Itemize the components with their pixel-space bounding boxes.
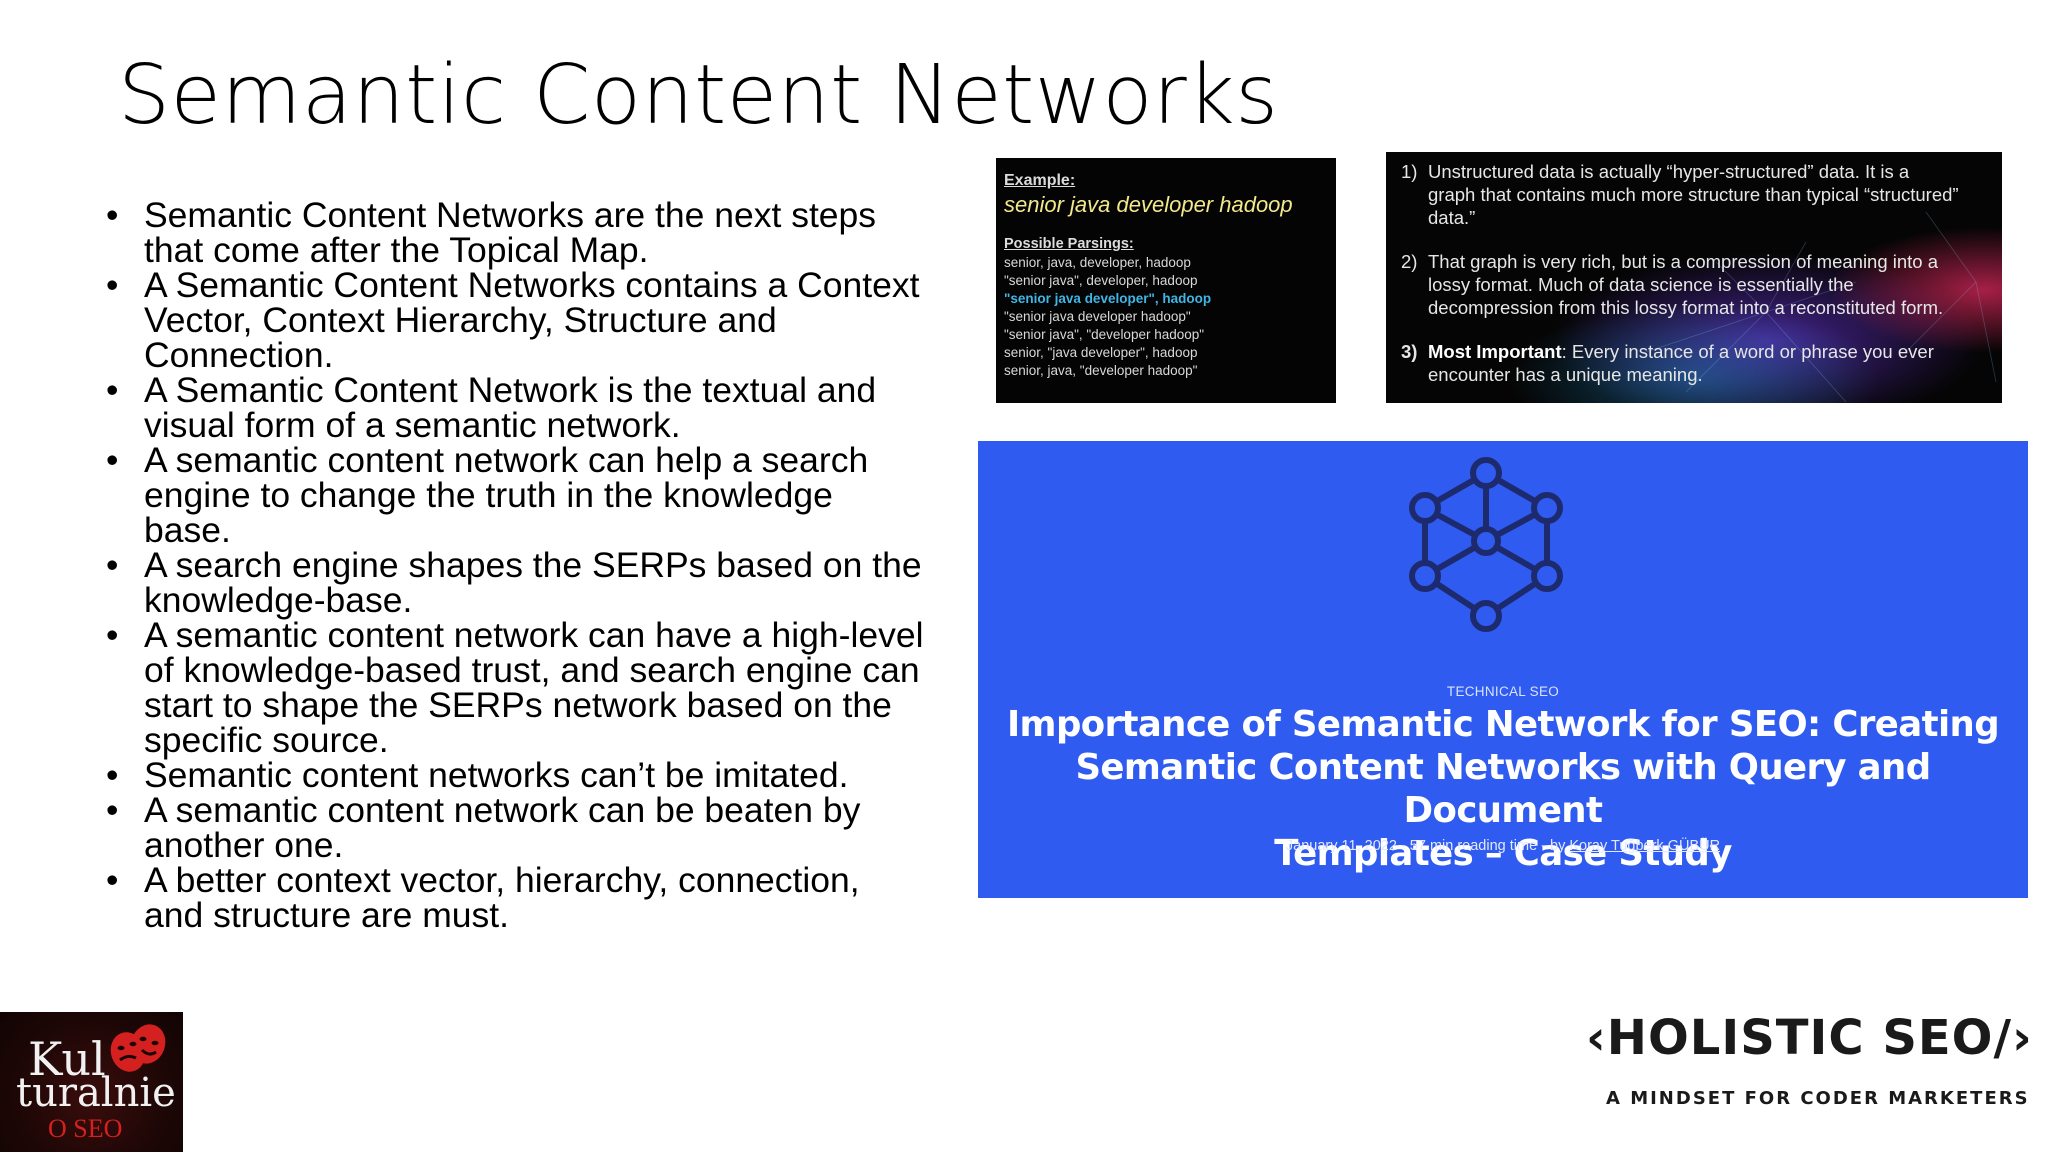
example-label: Example: bbox=[1004, 172, 1076, 189]
network-glow-background bbox=[1386, 152, 2002, 403]
example-query: senior java developer hadoop bbox=[1004, 192, 1293, 217]
logo-text-line: Kul bbox=[28, 1032, 106, 1086]
bullet-item: A Semantic Content Networks contains a C… bbox=[104, 267, 924, 373]
article-category: TECHNICAL SEO bbox=[1446, 684, 1560, 699]
article-title-line: Templates – Case Study bbox=[1274, 833, 1732, 874]
bullet-item: A better context vector, hierarchy, conn… bbox=[104, 862, 924, 933]
note-line: encounter has a unique meaning. bbox=[1428, 364, 1703, 385]
parsing-item-highlighted: "senior java developer", hadoop bbox=[1004, 291, 1212, 306]
parsing-item: "senior java developer hadoop" bbox=[1004, 309, 1191, 324]
bullet-item: A semantic content network can be beaten… bbox=[104, 792, 924, 863]
parsing-item: senior, "java developer", hadoop bbox=[1004, 345, 1198, 360]
slide-title: Semantic Content Networks bbox=[118, 48, 1279, 143]
note-item: 3) Most Important: Every instance of a w… bbox=[1386, 340, 2002, 386]
note-item: 1) Unstructured data is actually “hyper-… bbox=[1386, 160, 2002, 229]
data-notes-image: 1) Unstructured data is actually “hyper-… bbox=[1386, 152, 2002, 403]
note-line: Unstructured data is actually “hyper-str… bbox=[1428, 161, 1910, 182]
article-meta-prefix: January 11, 2022 - 57 min reading time -… bbox=[1285, 838, 1570, 854]
logo-text-line: O SEO bbox=[48, 1114, 123, 1143]
logo-name: ‹HOLISTIC SEO/› bbox=[1586, 1010, 2033, 1066]
logo-tagline: A MINDSET FOR CODER MARKETERS bbox=[1606, 1088, 2030, 1109]
article-card[interactable]: TECHNICAL SEO Importance of Semantic Net… bbox=[978, 441, 2028, 898]
bullet-list: Semantic Content Networks are the next s… bbox=[104, 197, 924, 933]
note-number: 2) bbox=[1401, 251, 1418, 272]
note-line: That graph is very rich, but is a compre… bbox=[1428, 251, 1939, 272]
note-lead: Most Important bbox=[1428, 341, 1562, 362]
bullet-item: Semantic content networks can’t be imita… bbox=[104, 757, 924, 793]
holistic-seo-logo: ‹HOLISTIC SEO/› A MINDSET FOR CODER MARK… bbox=[1580, 1010, 2032, 1130]
bullet-item: A search engine shapes the SERPs based o… bbox=[104, 547, 924, 618]
kulturalnie-logo: Kul turalnie O SEO bbox=[0, 1012, 183, 1152]
parsings-list: senior, java, developer, hadoop "senior … bbox=[1004, 254, 1328, 380]
theater-masks-icon bbox=[110, 1024, 166, 1072]
note-line: graph that contains much more structure … bbox=[1428, 184, 1959, 205]
parsing-item: "senior java", developer, hadoop bbox=[1004, 273, 1198, 288]
article-title-line: Importance of Semantic Network for SEO: … bbox=[1006, 704, 2000, 745]
bullet-item: Semantic Content Networks are the next s… bbox=[104, 197, 924, 268]
parsing-item: senior, java, developer, hadoop bbox=[1004, 255, 1191, 270]
parsings-label: Possible Parsings: bbox=[1004, 236, 1134, 252]
note-line: decompression from this lossy format int… bbox=[1428, 297, 1944, 318]
notes-list: 1) Unstructured data is actually “hyper-… bbox=[1386, 160, 2002, 403]
parsing-item: "senior java", "developer hadoop" bbox=[1004, 327, 1205, 342]
hexagon-network-icon bbox=[1409, 457, 1563, 632]
article-author-link[interactable]: Koray Tuğberk GÜBÜR bbox=[1569, 838, 1721, 854]
bullet-item: A semantic content network can have a hi… bbox=[104, 617, 924, 758]
parsing-item: senior, java, "developer hadoop" bbox=[1004, 363, 1198, 378]
note-line: lossy format. Much of data science is es… bbox=[1428, 274, 1854, 295]
note-line: data.” bbox=[1428, 207, 1476, 228]
bullet-item: A Semantic Content Network is the textua… bbox=[104, 372, 924, 443]
note-item: 2) That graph is very rich, but is a com… bbox=[1386, 250, 2002, 319]
logo-text-line: turalnie bbox=[16, 1070, 176, 1116]
article-title-line: Semantic Content Networks with Query and… bbox=[1075, 747, 1931, 831]
article-meta: January 11, 2022 - 57 min reading time -… bbox=[978, 838, 2028, 854]
note-number: 3) bbox=[1401, 341, 1418, 362]
bullet-item: A semantic content network can help a se… bbox=[104, 442, 924, 548]
article-title[interactable]: Importance of Semantic Network for SEO: … bbox=[990, 703, 2016, 875]
note-number: 1) bbox=[1401, 161, 1418, 182]
note-line: : Every instance of a word or phrase you… bbox=[1561, 341, 1934, 362]
example-parsings-image: Example: senior java developer hadoop Po… bbox=[996, 158, 1336, 403]
